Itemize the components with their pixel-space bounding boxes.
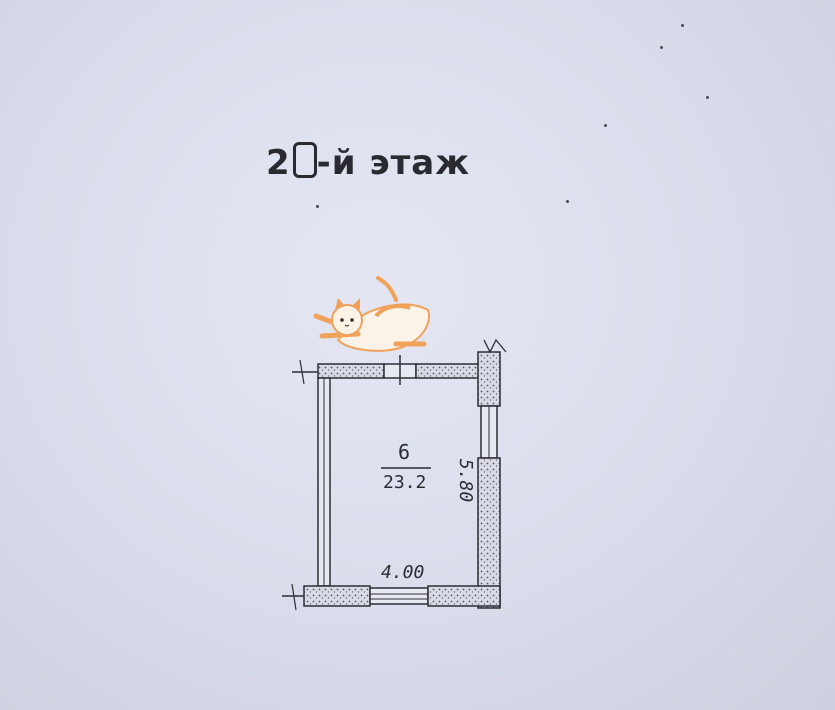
floor-title: 2 -й этаж [266,142,470,183]
top-wall [292,355,483,385]
speck [604,124,607,127]
smudged-digit [292,142,317,178]
room-width-dimension: 4.00 [381,562,425,583]
cat-sticker-icon [313,276,430,352]
bottom-wall [282,583,501,611]
speck [706,96,709,99]
room-length-dimension: 5.80 [455,458,477,503]
floor-title-text: -й этаж [316,143,471,183]
speck [316,205,319,208]
speck [660,46,663,49]
speck [681,24,684,27]
room-area: 23.2 [383,472,427,493]
left-wall [317,377,331,587]
speck [566,200,569,203]
right-wall [477,338,507,609]
room-number: 6 [398,440,411,464]
floor-number: 2 [266,143,291,183]
